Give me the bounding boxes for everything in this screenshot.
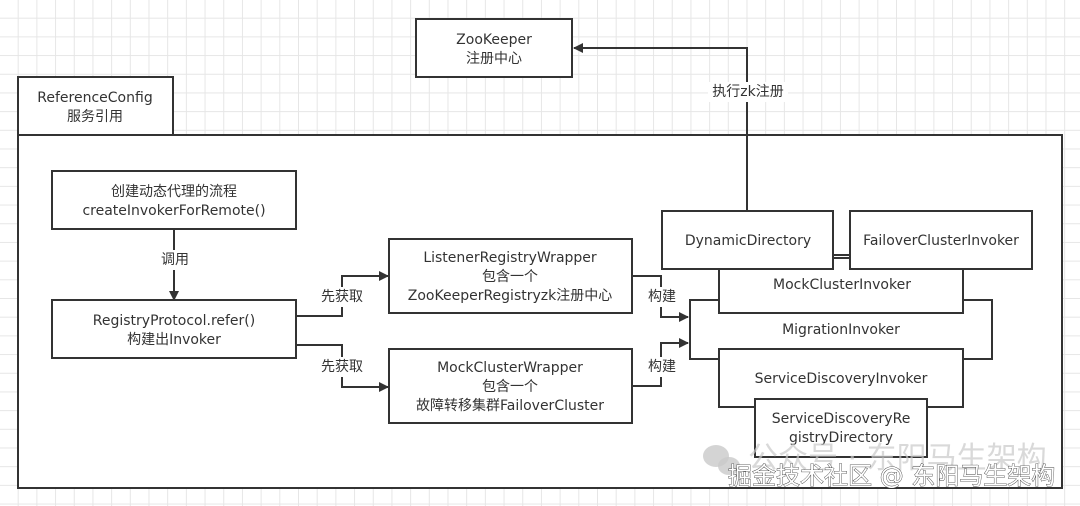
edge-label-bg [708, 82, 788, 102]
service-discovery-registry-directory-node[interactable]: ServiceDiscoveryRe gistryDirectory [754, 398, 928, 458]
registry-protocol-box [51, 299, 297, 359]
service-discovery-registry-directory-box [754, 398, 928, 458]
edge-label-bg [318, 357, 366, 377]
watermark: 公众号 · 东阳马生架构 掘金技术社区 @ 东阳马生架构 [703, 441, 1056, 490]
edge-zk-register-label: 执行zk注册 [712, 84, 783, 100]
edge-fetch-first-1: 先获取 [296, 271, 389, 317]
create-proxy-node[interactable]: 创建动态代理的流程 createInvokerForRemote() [51, 170, 297, 230]
listener-registry-wrapper-desc: 包含一个 [482, 269, 538, 285]
edge-build-2: 构建 [632, 338, 689, 387]
create-proxy-box [51, 170, 297, 230]
edge-invoke: 调用 [158, 229, 192, 301]
edge-build-1-label: 构建 [648, 289, 676, 305]
registry-protocol-node[interactable]: RegistryProtocol.refer() 构建出Invoker [51, 299, 297, 359]
listener-registry-wrapper-node[interactable]: ListenerRegistryWrapper 包含一个 ZooKeeperRe… [388, 238, 633, 314]
zookeeper-title: ZooKeeper [456, 32, 532, 48]
mock-cluster-wrapper-box [388, 348, 633, 424]
edge-label-bg [158, 250, 192, 270]
failover-cluster-invoker-node[interactable]: FailoverClusterInvoker [849, 210, 1033, 270]
registry-protocol-subtitle: 构建出Invoker [127, 332, 221, 348]
reference-config-subtitle: 服务引用 [67, 109, 123, 125]
zookeeper-subtitle: 注册中心 [466, 51, 522, 67]
mock-cluster-wrapper-desc: 包含一个 [482, 379, 538, 395]
migration-invoker-label: MigrationInvoker [782, 322, 900, 338]
failover-cluster-invoker-label: FailoverClusterInvoker [863, 233, 1019, 249]
reference-config-tab[interactable] [17, 76, 174, 136]
create-proxy-title: 创建动态代理的流程 [111, 184, 237, 200]
edge-build-2-label: 构建 [648, 359, 676, 375]
zookeeper-node[interactable]: ZooKeeper 注册中心 [415, 18, 573, 78]
edge-build-1: 构建 [632, 275, 689, 322]
service-discovery-invoker-node[interactable]: ServiceDiscoveryInvoker [718, 348, 964, 408]
listener-registry-wrapper-title: ListenerRegistryWrapper [423, 250, 597, 266]
edge-fetch-first-1-label: 先获取 [321, 289, 363, 305]
edge-fetch-first-2-label: 先获取 [321, 359, 363, 375]
wechat-icon [703, 445, 740, 475]
service-discovery-registry-directory-line2: gistryDirectory [789, 430, 893, 446]
edge-label-bg [318, 287, 366, 307]
service-discovery-registry-directory-line1: ServiceDiscoveryRe [772, 411, 911, 427]
failover-cluster-invoker-box [849, 210, 1033, 270]
mock-cluster-wrapper-title: MockClusterWrapper [437, 360, 583, 376]
mock-cluster-wrapper-node[interactable]: MockClusterWrapper 包含一个 故障转移集群FailoverCl… [388, 348, 633, 424]
listener-registry-wrapper-box [388, 238, 633, 314]
edge-label-bg [644, 287, 680, 307]
mock-cluster-wrapper-cluster: 故障转移集群FailoverCluster [416, 397, 604, 414]
edge-fetch-first-2: 先获取 [296, 344, 389, 392]
dynamic-directory-node[interactable]: DynamicDirectory [661, 210, 834, 270]
edge-invoke-label: 调用 [161, 252, 189, 268]
dynamic-directory-label: DynamicDirectory [685, 233, 811, 249]
registry-protocol-title: RegistryProtocol.refer() [93, 313, 255, 329]
watermark-official-account: 公众号 · 东阳马生架构 [748, 441, 1047, 476]
create-proxy-method: createInvokerForRemote() [82, 203, 265, 219]
dynamic-directory-box [661, 210, 834, 270]
mock-cluster-invoker-label: MockClusterInvoker [773, 277, 911, 293]
zookeeper-box [415, 18, 573, 78]
edge-zk-register: 执行zk注册 [573, 43, 788, 211]
listener-registry-wrapper-registry: ZooKeeperRegistryzk注册中心 [408, 288, 612, 304]
watermark-juejin: 掘金技术社区 @ 东阳马生架构 [728, 462, 1055, 490]
edge-label-bg [644, 357, 680, 377]
reference-config-title: ReferenceConfig [37, 90, 152, 106]
edge-zk-register-line [573, 43, 748, 211]
service-discovery-invoker-label: ServiceDiscoveryInvoker [755, 371, 928, 387]
